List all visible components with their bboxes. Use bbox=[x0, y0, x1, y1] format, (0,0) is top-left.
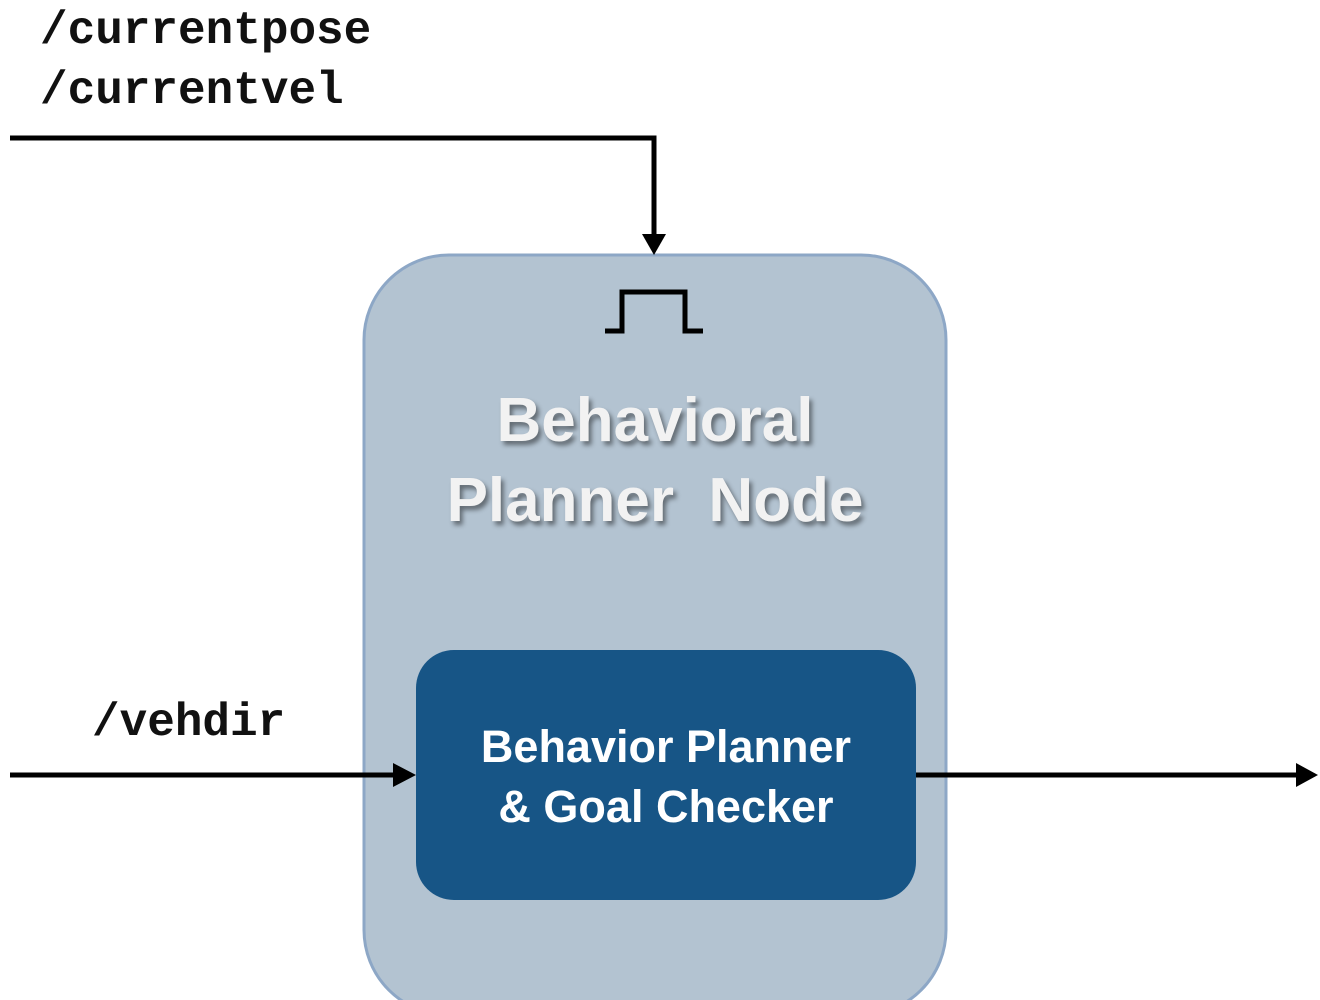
component-label-line1: Behavior Planner bbox=[480, 721, 852, 772]
topic-label-vehdir: /vehdir bbox=[92, 697, 286, 749]
vehdir-input-arrowhead bbox=[393, 763, 416, 787]
node-title-line2: Planner Node bbox=[446, 466, 864, 535]
node-title-line1: Behavioral bbox=[496, 386, 814, 455]
top-input-arrowhead bbox=[642, 234, 666, 255]
component-label-line2: & Goal Checker bbox=[498, 781, 834, 832]
top-input-arrow bbox=[10, 135, 657, 236]
output-arrowhead bbox=[1296, 763, 1318, 787]
behavior-planner-component bbox=[416, 650, 916, 900]
rising-pulse-icon bbox=[605, 289, 703, 334]
topic-label-currentvel: /currentvel bbox=[40, 65, 344, 117]
topic-label-currentpose: /currentpose bbox=[40, 5, 372, 57]
